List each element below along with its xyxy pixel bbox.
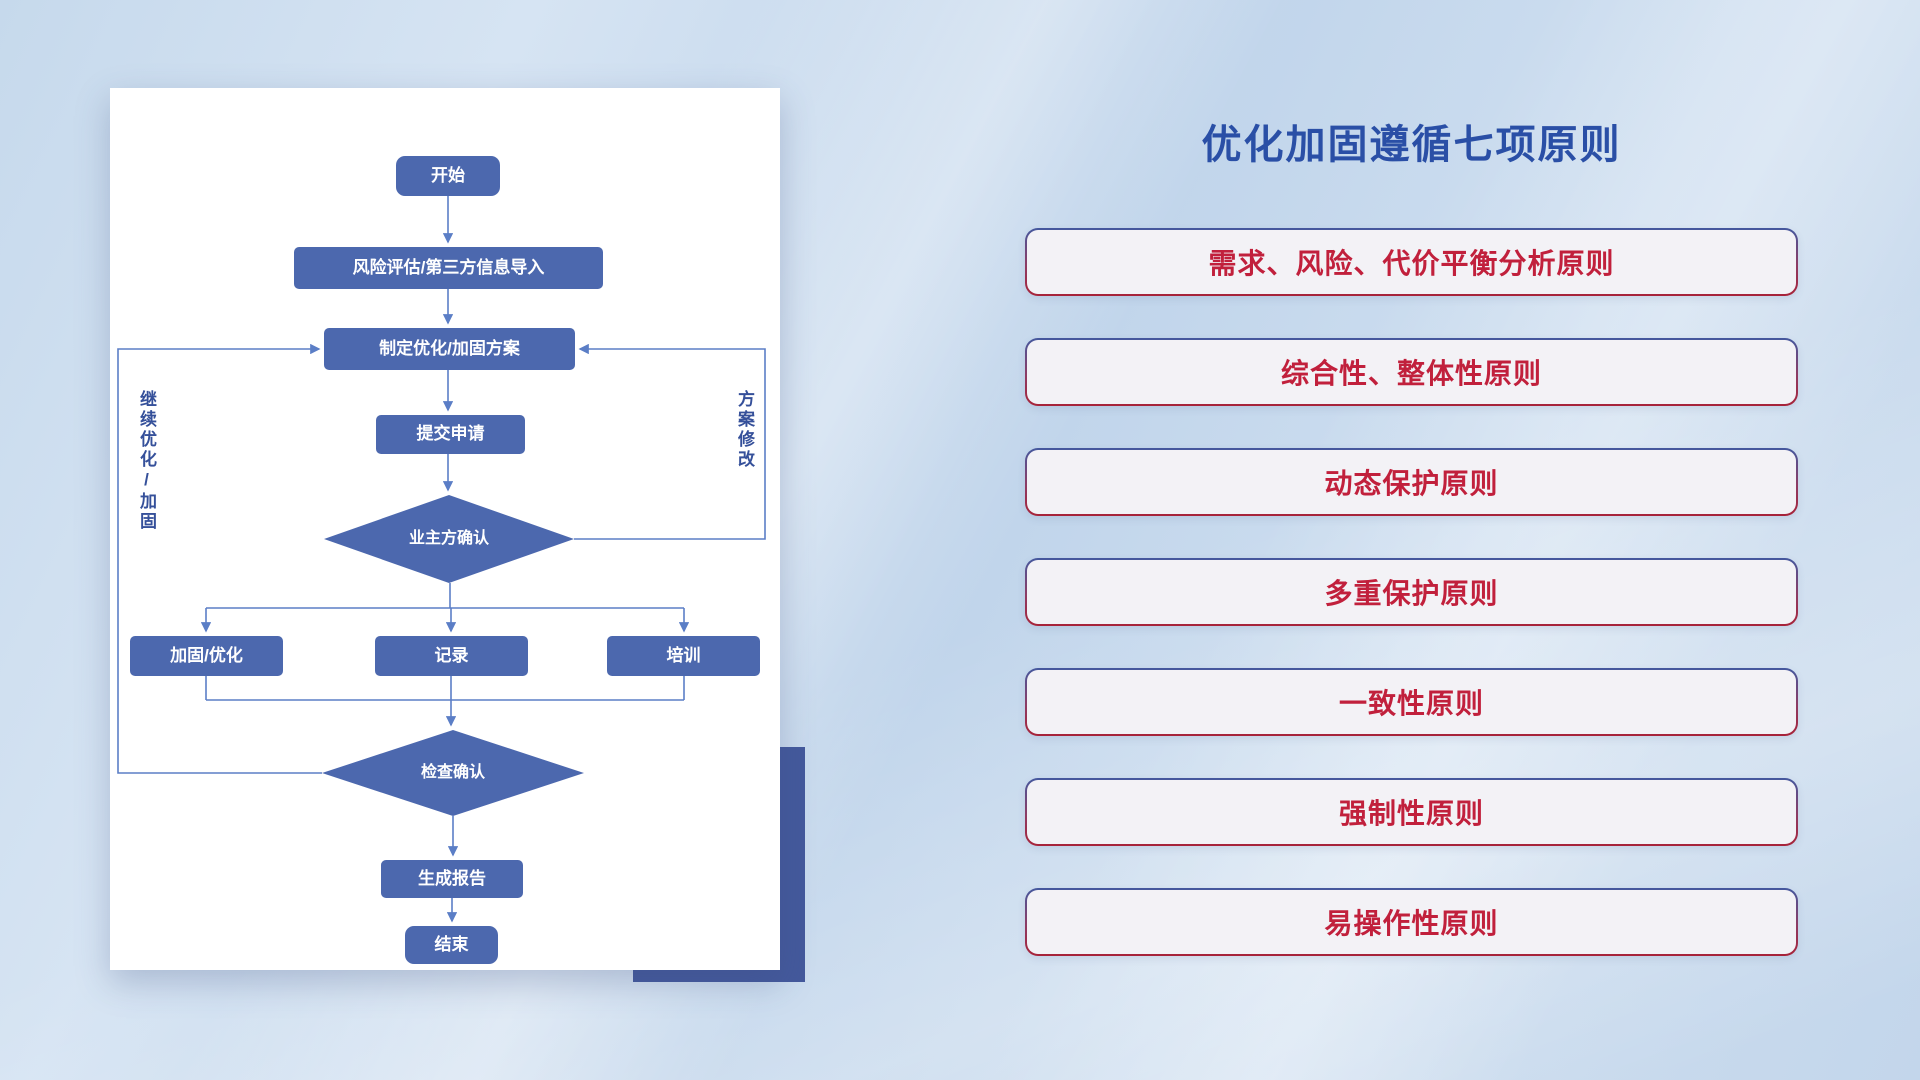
principle-item-7: 易操作性原则 [1025, 888, 1798, 956]
principle-item-6: 强制性原则 [1025, 778, 1798, 846]
flowchart-node-submit: 提交申请 [376, 415, 525, 454]
principles-panel: 优化加固遵循七项原则 需求、风险、代价平衡分析原则 综合性、整体性原则 动态保护… [1025, 112, 1798, 998]
flowchart-node-risk-import: 风险评估/第三方信息导入 [294, 247, 603, 289]
page-title: 优化加固遵循七项原则 [1201, 123, 1622, 167]
principle-item-5-label: 一致性原则 [1338, 688, 1484, 719]
principle-item-2-label: 综合性、整体性原则 [1280, 358, 1542, 389]
principle-item-1-label: 需求、风险、代价平衡分析原则 [1208, 248, 1615, 279]
principle-item-5: 一致性原则 [1025, 668, 1798, 736]
flowchart-node-plan: 制定优化/加固方案 [324, 328, 575, 370]
flowchart-node-start: 开始 [396, 156, 500, 196]
flowchart-connectors [117, 196, 766, 923]
flowchart-label-continue-optimize: 继续优化/加固 [137, 390, 156, 532]
principle-item-3-label: 动态保护原则 [1324, 468, 1499, 499]
principle-item-4: 多重保护原则 [1025, 558, 1798, 626]
flowchart-node-report: 生成报告 [381, 860, 523, 898]
principle-item-6-label: 强制性原则 [1338, 798, 1484, 829]
principles-list: 需求、风险、代价平衡分析原则 综合性、整体性原则 动态保护原则 多重保护原则 一… [1025, 228, 1798, 956]
flowchart-node-harden-optimize: 加固/优化 [130, 636, 283, 676]
flowchart-node-end: 结束 [405, 926, 498, 964]
principle-item-7-label: 易操作性原则 [1324, 908, 1499, 939]
principle-item-2: 综合性、整体性原则 [1025, 338, 1798, 406]
flowchart-label-plan-modify: 方案修改 [735, 390, 754, 470]
flowchart-node-training: 培训 [607, 636, 760, 676]
flowchart-card: 开始 风险评估/第三方信息导入 制定优化/加固方案 提交申请 业主方确认 加固/… [110, 88, 780, 970]
flowchart-node-record: 记录 [375, 636, 528, 676]
principle-item-3: 动态保护原则 [1025, 448, 1798, 516]
principle-item-1: 需求、风险、代价平衡分析原则 [1025, 228, 1798, 296]
principle-item-4-label: 多重保护原则 [1324, 578, 1499, 609]
